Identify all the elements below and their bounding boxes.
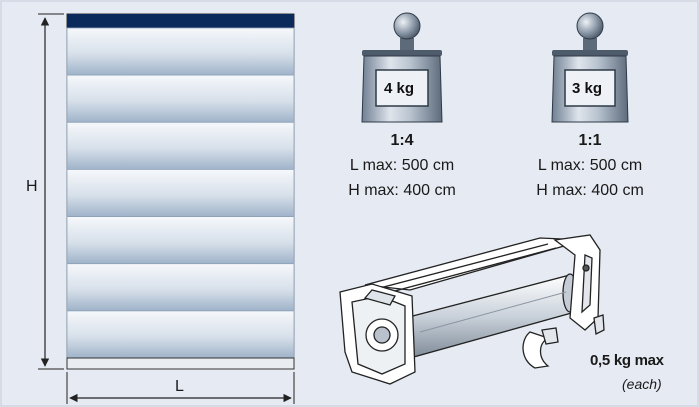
weight-1-value: 4 kg (384, 80, 415, 97)
h-max-2: H max: 400 cm (536, 182, 644, 199)
shutter-slat (66, 310, 295, 359)
height-dimension (38, 13, 64, 370)
length-label: L (175, 378, 184, 395)
shutter-slat (66, 216, 295, 265)
component-max-weight: 0,5 kg max (590, 352, 664, 369)
roller-mechanism-illustration (339, 234, 605, 385)
l-max-1: L max: 500 cm (349, 157, 455, 174)
h-max-1: H max: 400 cm (348, 182, 456, 199)
weight-3kg-icon (551, 12, 629, 123)
ratio-2: 1:1 (578, 132, 602, 149)
length-dimension (66, 372, 295, 404)
component-note: (each) (622, 376, 662, 392)
weight-2-value: 3 kg (572, 80, 603, 97)
ratio-1: 1:4 (390, 132, 414, 149)
weight-4kg-icon (361, 12, 443, 123)
shutter-slat (66, 121, 295, 170)
shutter-slat (66, 263, 295, 312)
l-max-2: L max: 500 cm (537, 157, 643, 174)
height-label: H (26, 178, 38, 195)
shutter-slat (66, 74, 295, 123)
shutter-slat (66, 27, 295, 76)
shutter-panel (66, 13, 295, 370)
shutter-slat (66, 168, 295, 217)
